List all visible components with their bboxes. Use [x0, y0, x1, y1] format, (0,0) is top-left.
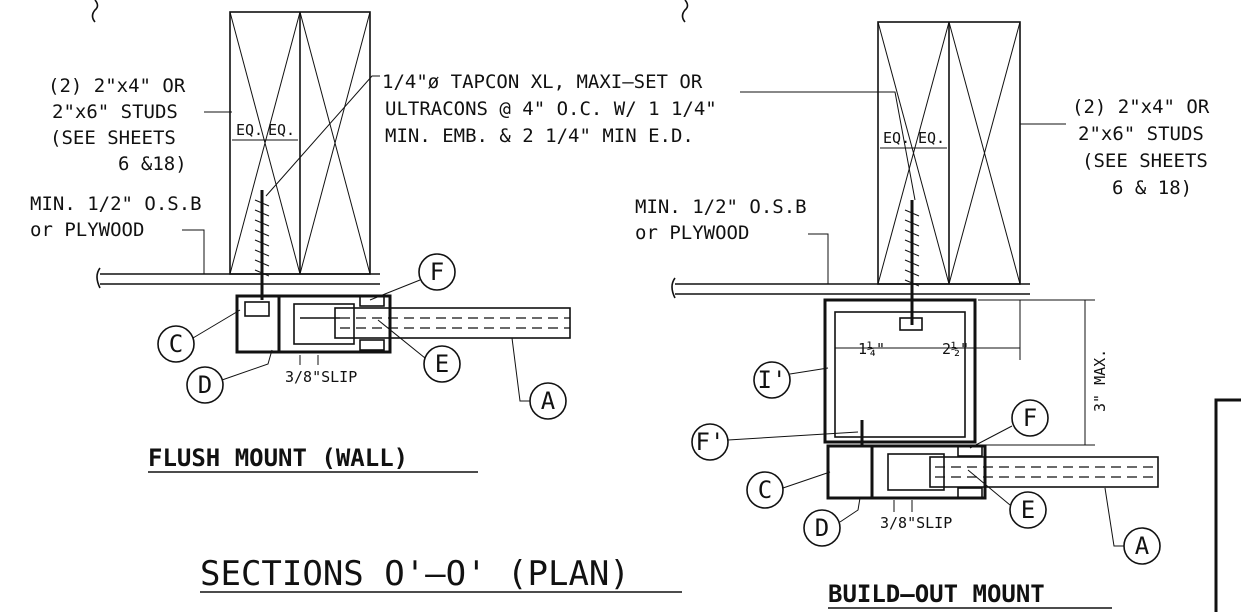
- studs-note-line4: 6 & 18): [1112, 177, 1192, 199]
- callout-label-d: D: [815, 514, 829, 542]
- callout-label-c: C: [169, 330, 183, 358]
- eq-label-1: EQ.: [883, 129, 910, 147]
- callout-bubble-f: [418, 253, 456, 291]
- studs-note-line1: (2) 2"x4" OR: [1072, 96, 1210, 118]
- callout-label-c: C: [758, 476, 772, 504]
- callout-bubble-c: [746, 471, 784, 509]
- sheathing-note-line1: MIN. 1/2" O.S.B: [635, 196, 807, 218]
- eq-label-2: EQ.: [268, 121, 295, 139]
- anchor-note-line2: ULTRACONS @ 4" O.C. W/ 1 1/4": [385, 98, 717, 120]
- glass-panel: [929, 456, 1159, 488]
- dim-right: 2½": [942, 340, 969, 358]
- callout-bubble-e: [423, 345, 461, 383]
- callout-bubble-d: [186, 366, 224, 404]
- max-dimension: 3" MAX.: [1091, 349, 1109, 412]
- callout-label-a: A: [541, 387, 556, 415]
- dim-left: 1¼": [858, 340, 885, 358]
- callout-label-f: F: [430, 258, 444, 286]
- build-out-tube: [823, 298, 977, 444]
- callout-bubble-f: [1011, 399, 1049, 437]
- callout-label-a: A: [1135, 532, 1150, 560]
- studs-note-line1: (2) 2"x4" OR: [48, 75, 186, 97]
- callout-bubble-i-prime: [753, 361, 791, 399]
- flush-mount-detail: EQ. EQ. 3/8"SLIP (2) 2"x4" OR 2"x6" STUD…: [30, 0, 717, 473]
- studs-note-line4: 6 &18): [118, 153, 187, 175]
- eq-label-2: EQ.: [918, 129, 945, 147]
- frame-profile: [826, 444, 874, 500]
- anchor-screw: [254, 190, 270, 300]
- title-block-border: [1214, 398, 1241, 612]
- studs-note-line2: 2"x6" STUDS: [52, 101, 178, 123]
- callout-label-f-prime: F': [696, 428, 725, 456]
- studs-note-line2: 2"x6" STUDS: [1078, 123, 1204, 145]
- callout-label-i-prime: I': [758, 366, 787, 394]
- flush-mount-title: FLUSH MOUNT (WALL): [148, 444, 408, 472]
- eq-label-1: EQ.: [236, 121, 263, 139]
- frame-profile: [235, 294, 392, 354]
- anchor-note-line3: MIN. EMB. & 2 1/4" MIN E.D.: [385, 125, 694, 147]
- callout-label-e: E: [435, 350, 449, 378]
- callout-bubble-c: [157, 325, 195, 363]
- anchor-note-line1: 1/4"ø TAPCON XL, MAXI–SET OR: [382, 71, 703, 93]
- studs-note-line3: (SEE SHEETS: [1082, 150, 1208, 172]
- sheathing-note-line2: or PLYWOOD: [30, 219, 144, 241]
- glass-panel: [334, 307, 571, 339]
- callout-label-f: F: [1023, 404, 1037, 432]
- sheathing-note-line1: MIN. 1/2" O.S.B: [30, 193, 202, 215]
- callout-bubble-d: [803, 509, 841, 547]
- callout-label-e: E: [1021, 496, 1035, 524]
- sections-title: SECTIONS O'–O' (PLAN): [200, 554, 630, 594]
- callout-bubble-e: [1009, 491, 1047, 529]
- slip-dimension: 3/8"SLIP: [285, 368, 357, 386]
- studs-note-line3: (SEE SHEETS: [50, 127, 176, 149]
- callout-label-d: D: [198, 371, 212, 399]
- callout-bubble-f-prime: [691, 423, 729, 461]
- build-out-mount-title: BUILD–OUT MOUNT: [828, 580, 1045, 608]
- slip-dimension: 3/8"SLIP: [880, 514, 952, 532]
- sheathing-note-line2: or PLYWOOD: [635, 222, 749, 244]
- break-line: [91, 0, 99, 23]
- build-out-mount-detail: EQ. EQ. 1¼" 2½" 3" MAX. 3/8"SLIP: [635, 0, 1210, 609]
